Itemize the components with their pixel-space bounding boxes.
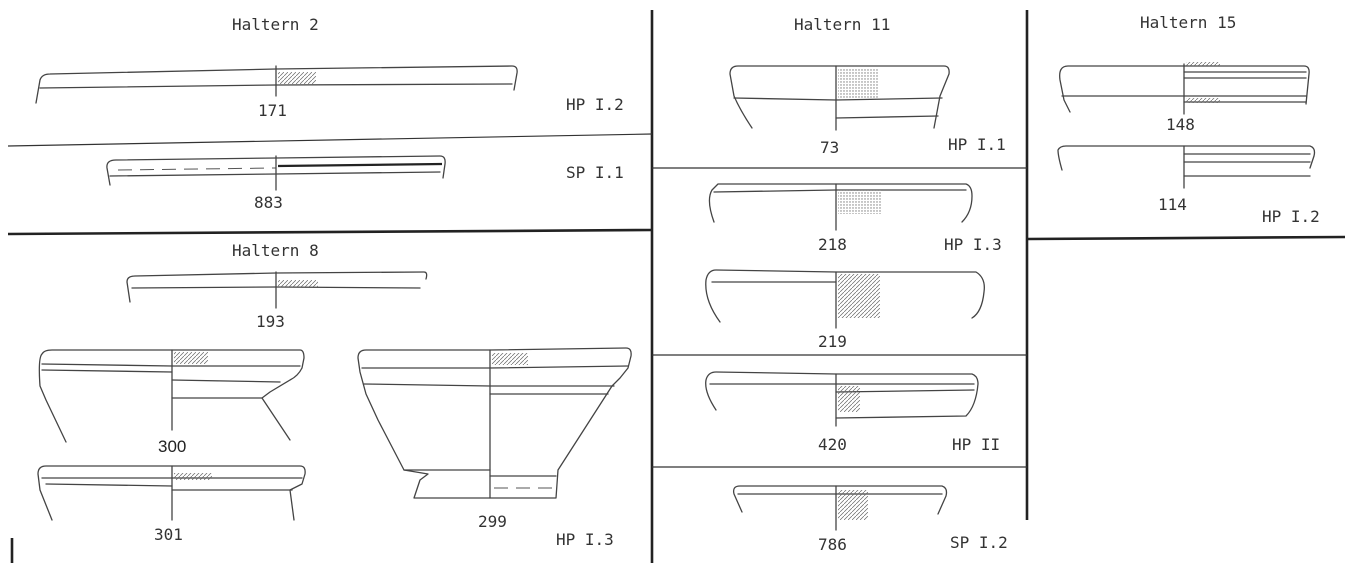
vessel-114 [1057,145,1316,189]
vessel-number: 420 [818,435,847,454]
vessel-inner-2 [41,369,173,373]
vessel-outline [729,65,950,129]
group-haltern-11: Haltern 11 73 HP I.1 218 HP I.3 219 [705,15,1008,554]
vessel-193 [126,271,428,309]
vessel-outline [126,271,428,303]
vessel-outline [705,371,979,419]
decoration-hatch-2 [1186,98,1220,103]
vessel-number: 114 [1158,195,1187,214]
vessel-outline [1057,145,1316,171]
vessel-number: 300 [158,437,186,456]
decoration-hatch [278,280,318,287]
vessel-inner-2 [45,483,173,487]
vessel-number: 219 [818,332,847,351]
vessel-300 [38,349,305,443]
section-dividers [7,10,1345,563]
group-haltern-15: Haltern 15 148 114 HP I.2 [1057,13,1320,226]
vessel-number: 73 [820,138,839,157]
vessel-inner-2 [363,383,615,387]
vessel-number: 786 [818,535,847,554]
type-code: HP I.1 [948,135,1006,154]
decoration-stipple [838,68,878,98]
vessel-number: 218 [818,235,847,254]
vessel-883 [106,155,446,191]
vessel-299 [357,347,632,499]
vessel-number: 171 [258,101,287,120]
group-title-haltern-15: Haltern 15 [1140,13,1236,32]
decoration-hatch [174,352,208,364]
vessel-outline [1059,65,1310,113]
type-code: SP I.2 [950,533,1008,552]
vessel-301 [37,465,306,521]
rim-band [277,162,443,168]
vessel-inner [361,365,629,369]
decoration-hatch [278,72,316,84]
vessel-inner-2 [835,115,939,119]
type-code: HP II [952,435,1000,454]
decoration-hatch [838,274,880,318]
decoration-hatch [838,386,860,412]
decoration-hatch [1186,62,1220,66]
vessel-420 [705,371,979,427]
group-title-haltern-11: Haltern 11 [794,15,890,34]
vessel-148 [1059,62,1310,115]
vessel-inner [733,97,943,101]
group-haltern-8: Haltern 8 193 300 301 [37,241,632,549]
vessel-number: 301 [154,525,183,544]
decoration-hatch [838,490,868,520]
type-code: HP I.3 [556,530,614,549]
decoration-hatch [174,473,212,480]
vessel-outline [708,183,973,223]
type-code: HP I.3 [944,235,1002,254]
vessel-inner [109,171,441,177]
vessel-number: 883 [254,193,283,212]
divider-haltern2-haltern8 [7,228,653,236]
type-code: HP I.2 [566,95,624,114]
vessel-number: 193 [256,312,285,331]
vessel-219 [705,269,985,329]
decoration-hatch [492,353,528,365]
group-title-haltern-8: Haltern 8 [232,241,319,260]
divider-haltern15-bottom [1026,235,1345,241]
vessel-inner-3 [171,379,281,383]
group-haltern-2: Haltern 2 171 HP I.2 883 SP I.1 [35,15,624,212]
vessel-number: 299 [478,512,507,531]
group-title-haltern-2: Haltern 2 [232,15,319,34]
vessel-inner [41,363,301,367]
vessel-number: 148 [1166,115,1195,134]
dashed-reconstruction [117,167,277,171]
vessel-outline [357,347,632,499]
decoration-stipple [838,190,882,214]
divider-haltern2-rows [7,133,653,147]
vessel-outline [37,465,306,521]
vessel-outline [38,349,305,443]
vessel-171 [35,65,518,104]
type-code: SP I.1 [566,163,624,182]
vessel-218 [708,183,973,231]
type-code: HP I.2 [1262,207,1320,226]
vessel-73 [729,65,950,131]
vessel-786 [732,485,948,531]
